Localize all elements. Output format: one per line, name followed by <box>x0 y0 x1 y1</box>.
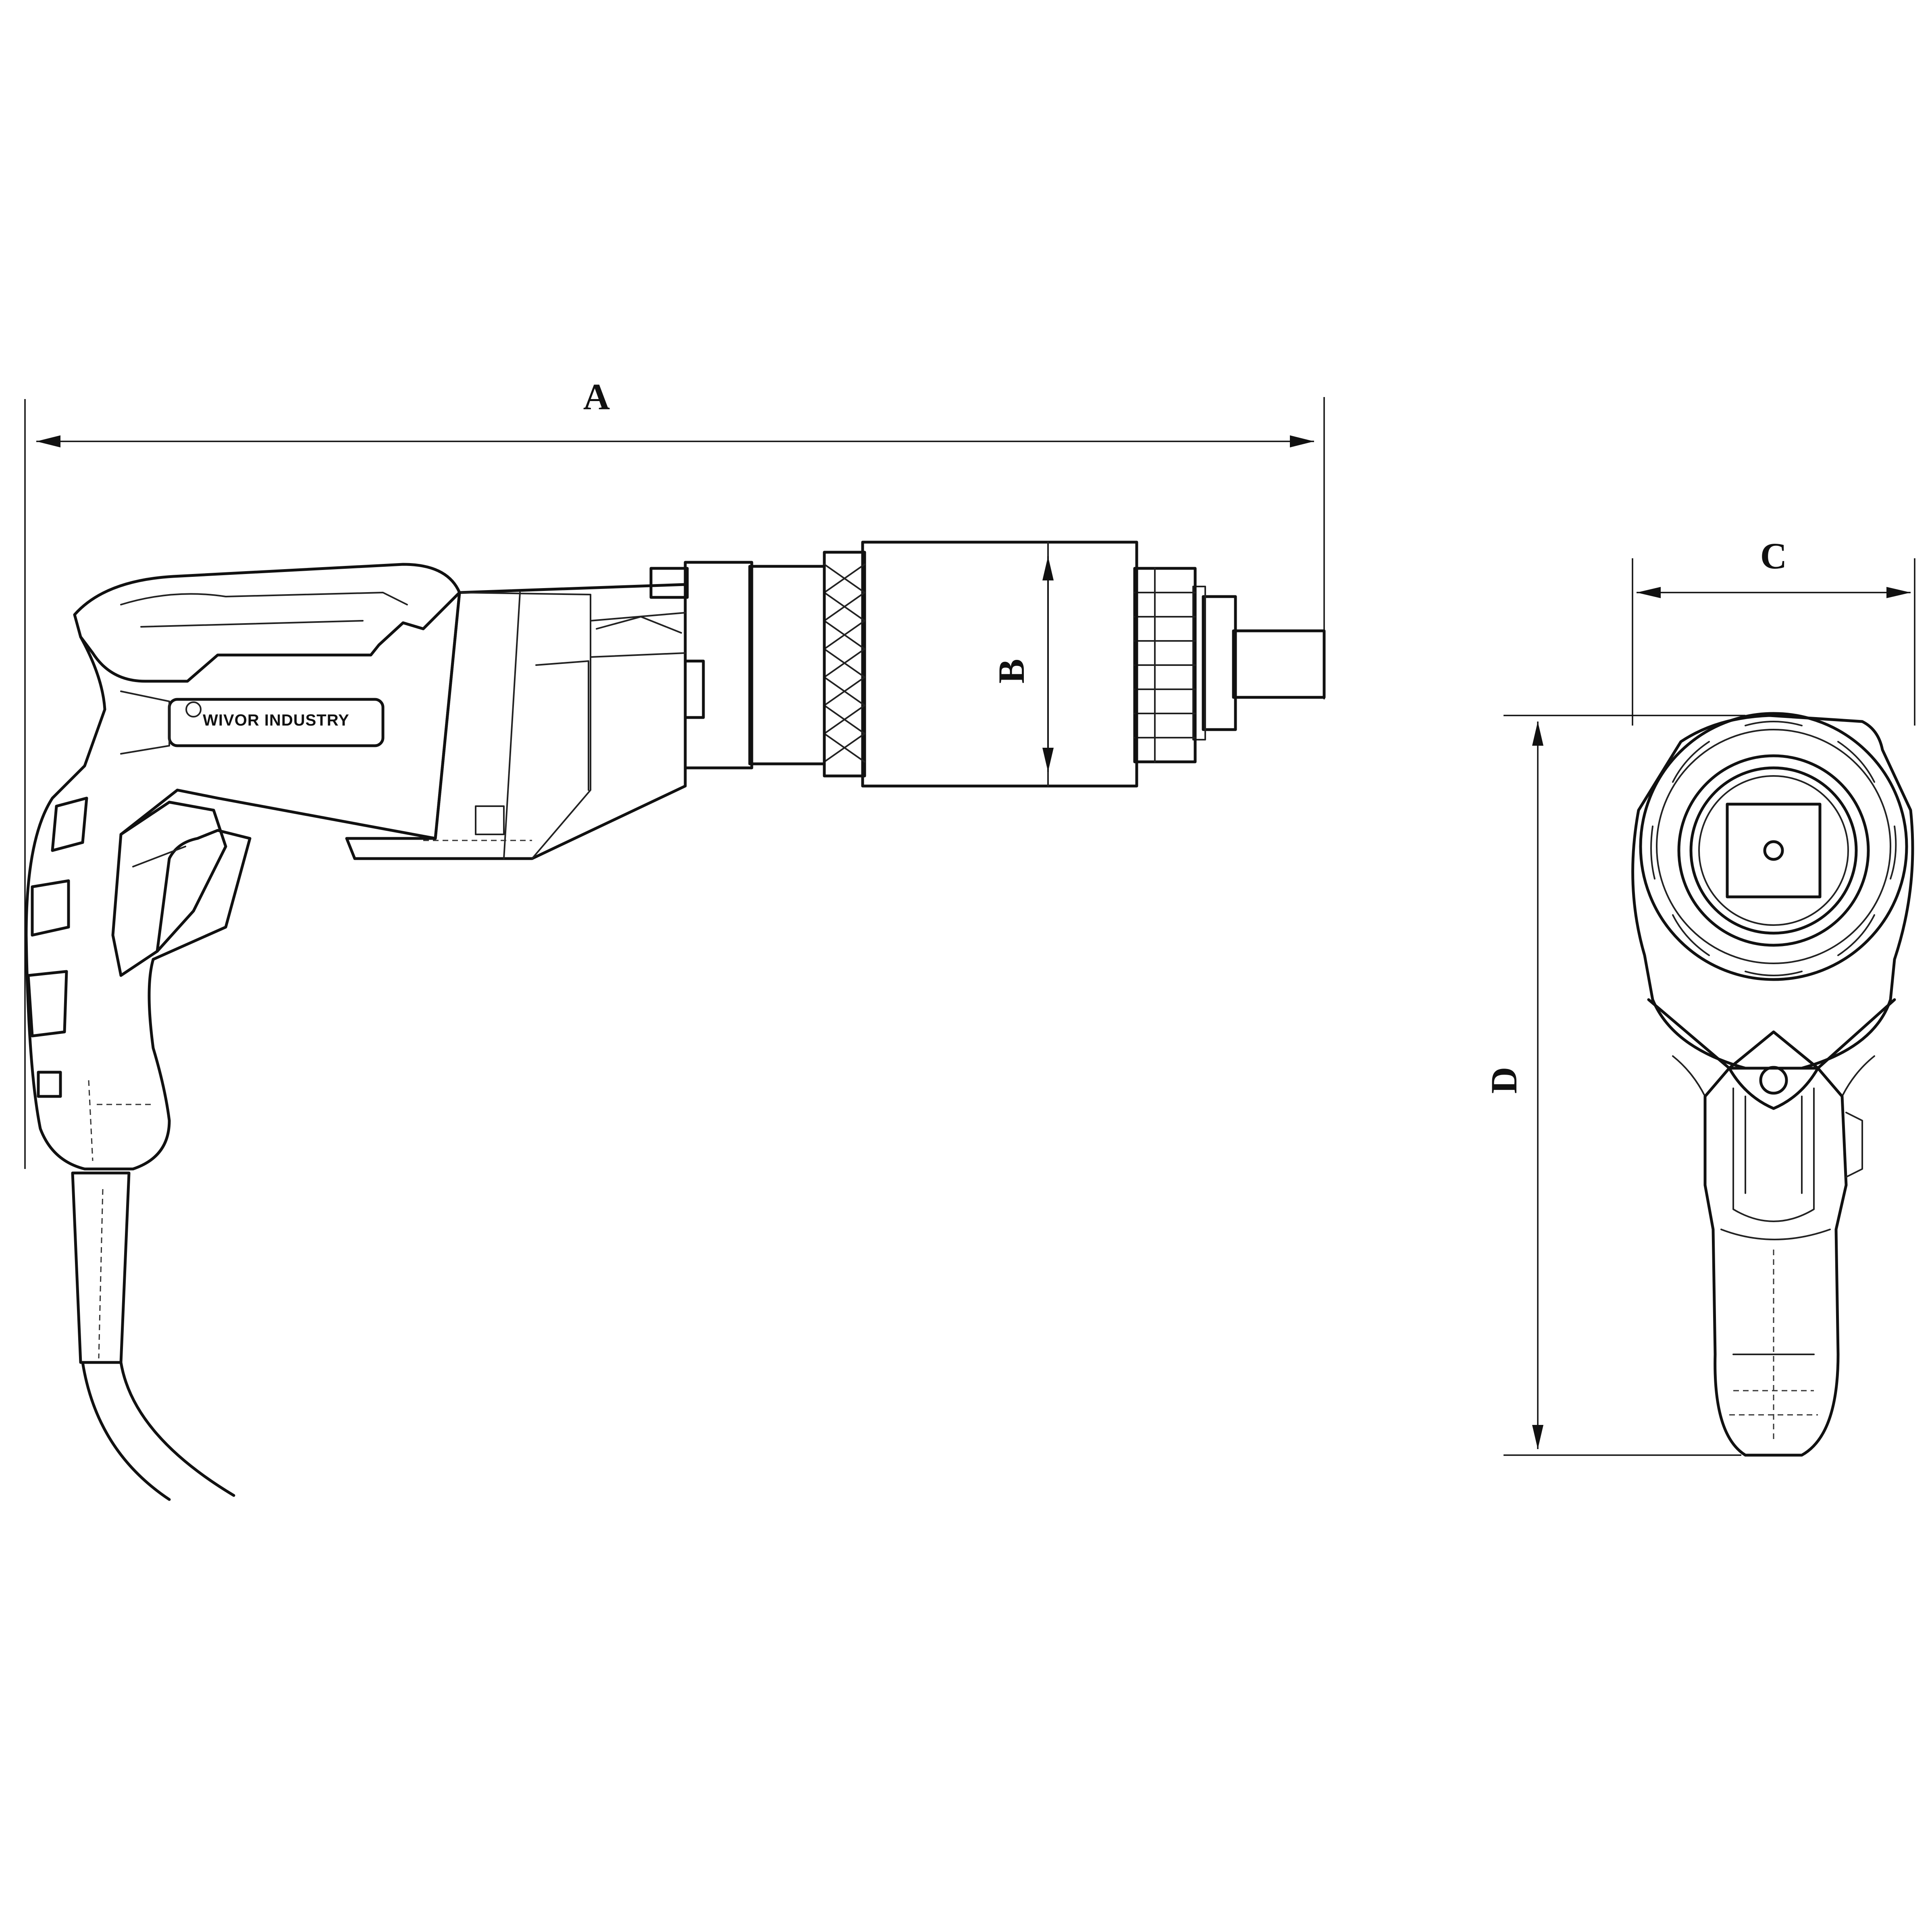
dimension-a-arrow-right <box>1290 435 1314 447</box>
dimension-c-arrow-left <box>1637 587 1661 598</box>
front-neck <box>1647 998 1896 1110</box>
side-view: A B <box>24 376 1326 1501</box>
knurled-ring <box>823 551 866 778</box>
dimension-b-label: B <box>991 659 1032 683</box>
brand-plate-text: WIVOR INDUSTRY <box>203 711 349 729</box>
dimension-a-label: A <box>583 376 610 417</box>
dimension-b: B <box>991 556 1054 772</box>
front-neck-wedge <box>1728 1030 1820 1070</box>
dimension-c-label: C <box>1760 535 1787 576</box>
front-handle-outline <box>1703 1067 1848 1457</box>
dimension-d-arrow-bottom <box>1532 1425 1543 1449</box>
motor-housing-outline <box>345 583 687 860</box>
coupling-tab-side <box>684 659 705 719</box>
power-cord <box>71 1171 235 1501</box>
front-neck-outline <box>1647 998 1896 1110</box>
dimension-a: A <box>24 376 1325 1169</box>
dimension-c-arrow-right <box>1886 587 1911 598</box>
coupling-collars <box>649 561 826 769</box>
grip-cutout-3 <box>27 970 68 1038</box>
cord-line-inner <box>119 1361 235 1497</box>
dimension-c: C <box>1632 535 1915 726</box>
dimension-b-arrow-bottom <box>1042 748 1054 772</box>
front-neck-pivot <box>1759 1066 1788 1095</box>
front-handle <box>1703 1067 1863 1457</box>
trigger <box>119 801 227 953</box>
gearbox-cylinder <box>861 541 1138 788</box>
tool-handle <box>25 563 461 1171</box>
grip-cutout-1 <box>51 797 88 852</box>
pistol-grip-outline <box>25 591 461 1171</box>
coupling-tab-top <box>649 567 689 599</box>
square-drive <box>1192 586 1326 740</box>
reaction-spline <box>1133 567 1197 763</box>
output-ring-middle <box>1689 766 1858 935</box>
dimension-d-label: D <box>1483 1067 1524 1094</box>
front-handle-side-button <box>1845 1112 1863 1178</box>
output-ring-inner <box>1698 775 1849 926</box>
dimension-a-arrow-left <box>36 435 60 447</box>
square-drive-pin <box>1763 840 1784 861</box>
grip-button <box>37 1071 62 1098</box>
brand-plate: WIVOR INDUSTRY <box>120 690 385 755</box>
coupling-collar-large <box>748 565 826 765</box>
front-view: C D <box>1483 535 1915 1457</box>
knurled-ring-body <box>823 551 866 778</box>
dimension-d: D <box>1483 715 1745 1456</box>
front-head-outline <box>1631 714 1914 1070</box>
square-drive-face <box>1726 803 1822 898</box>
square-drive-collar <box>1202 595 1237 731</box>
spline-outer-circle <box>1639 712 1908 981</box>
dimension-b-arrow-top <box>1042 556 1054 580</box>
cord-line-outer <box>81 1361 171 1501</box>
spline-inner-circle <box>1656 729 1891 964</box>
grip-cutout-2 <box>31 879 70 937</box>
dimension-d-arrow-top <box>1532 722 1543 746</box>
square-drive-body <box>1232 629 1326 699</box>
coupling-collar-small <box>684 561 753 769</box>
top-handle-loop <box>73 563 461 683</box>
motor-housing <box>345 583 687 860</box>
output-ring-outer <box>1677 754 1870 947</box>
front-head <box>1631 712 1914 1070</box>
square-drive-flange <box>1192 586 1206 740</box>
